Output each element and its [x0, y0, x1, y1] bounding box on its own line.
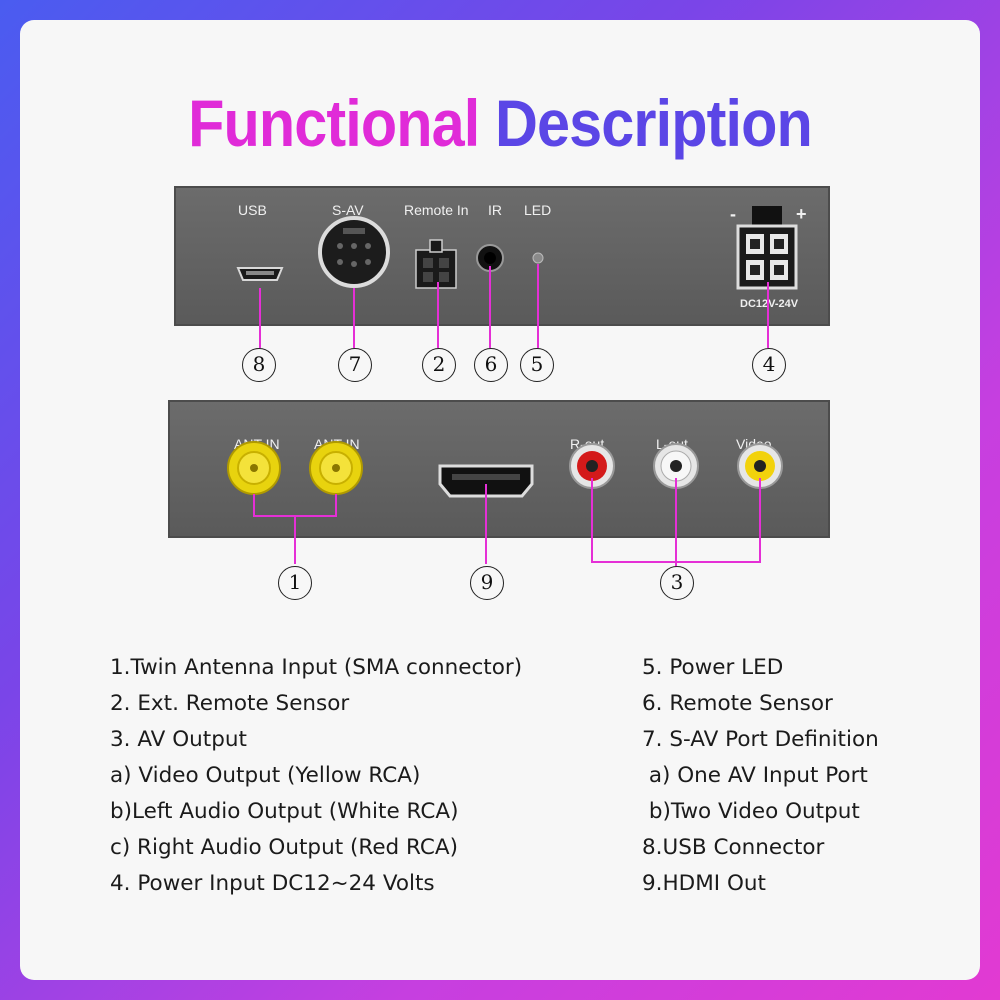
list-item: 8.USB Connector — [642, 835, 825, 860]
label-dc-voltage: DC12V-24V — [740, 298, 799, 310]
list-item: 5. Power LED — [642, 655, 784, 680]
label-ir: IR — [488, 202, 502, 218]
list-item: c) Right Audio Output (Red RCA) — [110, 835, 458, 860]
callout-3: 3 — [660, 566, 694, 600]
label-plus: + — [796, 204, 807, 224]
list-item: 9.HDMI Out — [642, 871, 766, 896]
callout-4: 4 — [752, 348, 786, 382]
dc-power-port-icon — [736, 206, 798, 290]
list-item: 4. Power Input DC12~24 Volts — [110, 871, 435, 896]
label-remote-in: Remote In — [404, 202, 469, 218]
list-item: 2. Ext. Remote Sensor — [110, 691, 350, 716]
label-usb: USB — [238, 202, 267, 218]
antenna-connector-2-icon — [309, 441, 363, 495]
callout-9: 9 — [470, 566, 504, 600]
page-title: Functional Description — [68, 78, 932, 168]
list-item: b)Two Video Output — [642, 799, 860, 824]
label-sav: S-AV — [332, 202, 364, 218]
antenna-connector-1-icon — [227, 441, 281, 495]
description-list-right: 5. Power LED 6. Remote Sensor 7. S-AV Po… — [642, 650, 879, 902]
callout-2: 2 — [422, 348, 456, 382]
callout-lines — [253, 264, 769, 568]
callout-6: 6 — [474, 348, 508, 382]
rca-white-icon — [653, 443, 699, 489]
list-item: a) One AV Input Port — [642, 763, 868, 788]
list-item: a) Video Output (Yellow RCA) — [110, 763, 421, 788]
list-item: 1.Twin Antenna Input (SMA connector) — [110, 655, 523, 680]
callout-7: 7 — [338, 348, 372, 382]
label-led: LED — [524, 202, 552, 218]
led-icon — [532, 252, 544, 264]
list-item: 7. S-AV Port Definition — [642, 727, 879, 752]
ir-sensor-icon — [476, 244, 504, 272]
callout-5: 5 — [520, 348, 554, 382]
list-item: 3. AV Output — [110, 727, 247, 752]
list-item: b)Left Audio Output (White RCA) — [110, 799, 459, 824]
rca-red-icon — [569, 443, 615, 489]
list-item: 6. Remote Sensor — [642, 691, 833, 716]
device-rear-panel: USB S-AV Remote In IR LED - + DC12V-24V — [174, 186, 830, 326]
title-word-description: Description — [495, 86, 813, 160]
product-card: Functional Description USB S-AV Remote I… — [20, 20, 980, 980]
rca-yellow-icon — [737, 443, 783, 489]
title-word-functional: Functional — [188, 86, 480, 160]
sav-port-icon — [318, 216, 390, 288]
hdmi-port-icon — [438, 464, 534, 498]
label-minus: - — [730, 204, 736, 224]
usb-port-icon — [236, 267, 284, 281]
callout-1: 1 — [278, 566, 312, 600]
remote-in-port-icon — [415, 239, 457, 289]
description-list-left: 1.Twin Antenna Input (SMA connector) 2. … — [110, 650, 522, 902]
connector-drawing — [227, 206, 798, 568]
callout-8: 8 — [242, 348, 276, 382]
